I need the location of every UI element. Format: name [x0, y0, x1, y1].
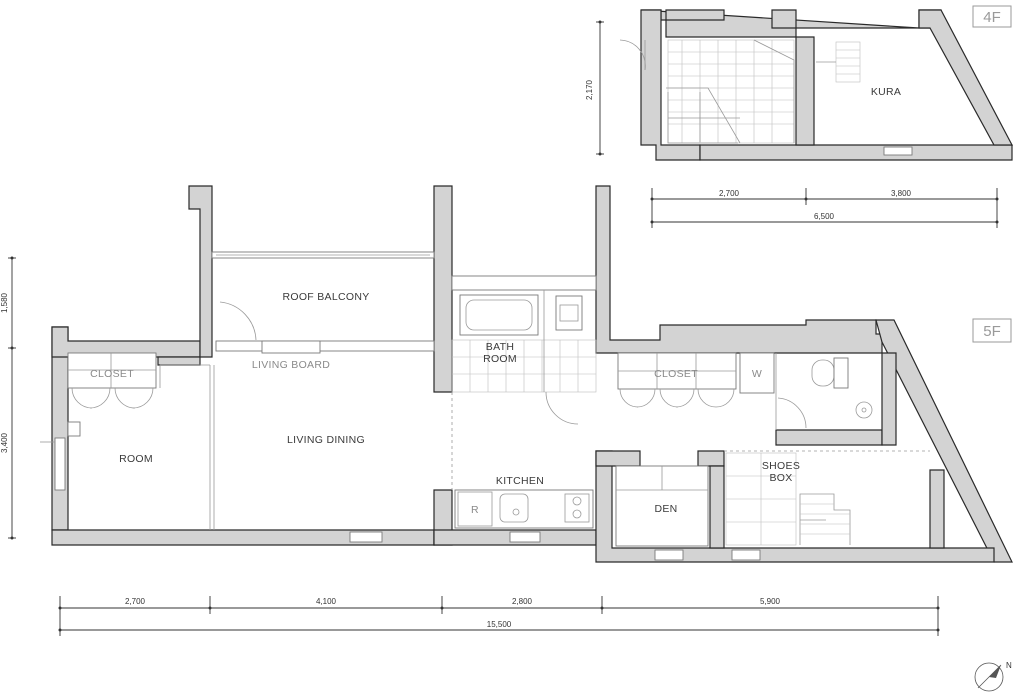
floor-label-4f: 4F [983, 9, 1001, 26]
floor-label-box-5f [972, 318, 1012, 343]
stair-4f [666, 39, 795, 144]
wall-5f-top-left [51, 326, 201, 358]
label-closet-left: CLOSET [90, 368, 134, 380]
label-shoes: SHOES [762, 460, 800, 472]
label-bath-room: ROOM [483, 353, 517, 365]
wall-5f-wc-right [881, 352, 897, 446]
dim-5f-height-2: 3,400 [0, 432, 9, 453]
dim-4f-seg-1: 2,700 [719, 189, 740, 198]
wall-5f-den-right [709, 465, 725, 549]
wall-5f-right-diag [875, 319, 1013, 563]
wall-5f-den-top [595, 450, 641, 467]
wall-5f-den-top2 [697, 450, 725, 467]
wall-5f-closet-mid [157, 356, 201, 366]
closet-right [617, 352, 737, 408]
window-4f [883, 146, 913, 156]
wall-4f-right [918, 9, 1013, 146]
label-closet-right: CLOSET [654, 368, 698, 380]
kitchen-stove [564, 493, 590, 523]
label-room: ROOM [119, 453, 153, 465]
dim-4f-seg-2: 3,800 [891, 189, 912, 198]
floor-label-5f: 5F [983, 323, 1001, 340]
dim-5f-total: 15,500 [487, 620, 512, 629]
wall-5f-shoe-right [929, 469, 945, 549]
refrigerator [457, 491, 493, 527]
window-den-1 [654, 549, 684, 561]
dim-4f-height: 2,170 [585, 79, 594, 100]
plan-4f: KURA 4F 2,170 2,700 3,800 6,500 [585, 5, 1013, 228]
door-swing-balcony [219, 301, 257, 341]
dim-5f-seg-3: 2,800 [512, 597, 533, 606]
washer-box [739, 352, 775, 394]
closet-left [67, 352, 157, 409]
aircon-room [67, 421, 81, 437]
label-kura: KURA [871, 86, 901, 98]
dim-5f-seg-4: 5,900 [760, 597, 781, 606]
label-living-dining: LIVING DINING [287, 434, 365, 446]
living-sash [215, 340, 435, 352]
wall-5f-balcony-left [188, 185, 213, 358]
floor-label-box-4f [972, 5, 1012, 28]
label-den: DEN [654, 503, 677, 515]
north-arrow-icon: N [974, 661, 1012, 692]
window-kitchen [509, 531, 541, 543]
wall-4f-mid [795, 36, 815, 146]
label-washer: W [752, 368, 762, 380]
window-room-left [54, 437, 66, 491]
wall-4f-top-box [665, 9, 725, 21]
wall-4f-top-box2 [771, 9, 797, 29]
wall-5f-bath-right [595, 185, 883, 354]
dim-5f-seg-1: 2,700 [125, 597, 146, 606]
dim-4f-total: 6,500 [814, 212, 835, 221]
label-bath: BATH [486, 341, 514, 353]
label-living-board: LIVING BOARD [252, 359, 330, 371]
label-refrigerator: R [471, 504, 479, 516]
wall-5f-balcony-right [433, 185, 453, 393]
dim-5f-height-1: 1,580 [0, 292, 9, 313]
living-board-rect [261, 340, 321, 354]
wall-5f-wc [775, 429, 883, 446]
bath-room [451, 275, 597, 425]
stair-kura [816, 41, 861, 83]
label-kitchen: KITCHEN [496, 475, 544, 487]
wall-4f-bottom [699, 144, 1013, 161]
window-den-2 [731, 549, 761, 561]
kitchen-sink [499, 493, 529, 523]
north-label: N [1006, 661, 1012, 670]
dim-5f-seg-2: 4,100 [316, 597, 337, 606]
plan-5f: LIVING BOARD ROOF BALCONY CLOSET ROOM LI… [0, 185, 1013, 636]
wc-area [777, 357, 873, 429]
label-roof-balcony: ROOF BALCONY [282, 291, 369, 303]
stair-5f [799, 493, 851, 545]
label-shoes-box: BOX [769, 472, 792, 484]
window-living [349, 531, 383, 543]
